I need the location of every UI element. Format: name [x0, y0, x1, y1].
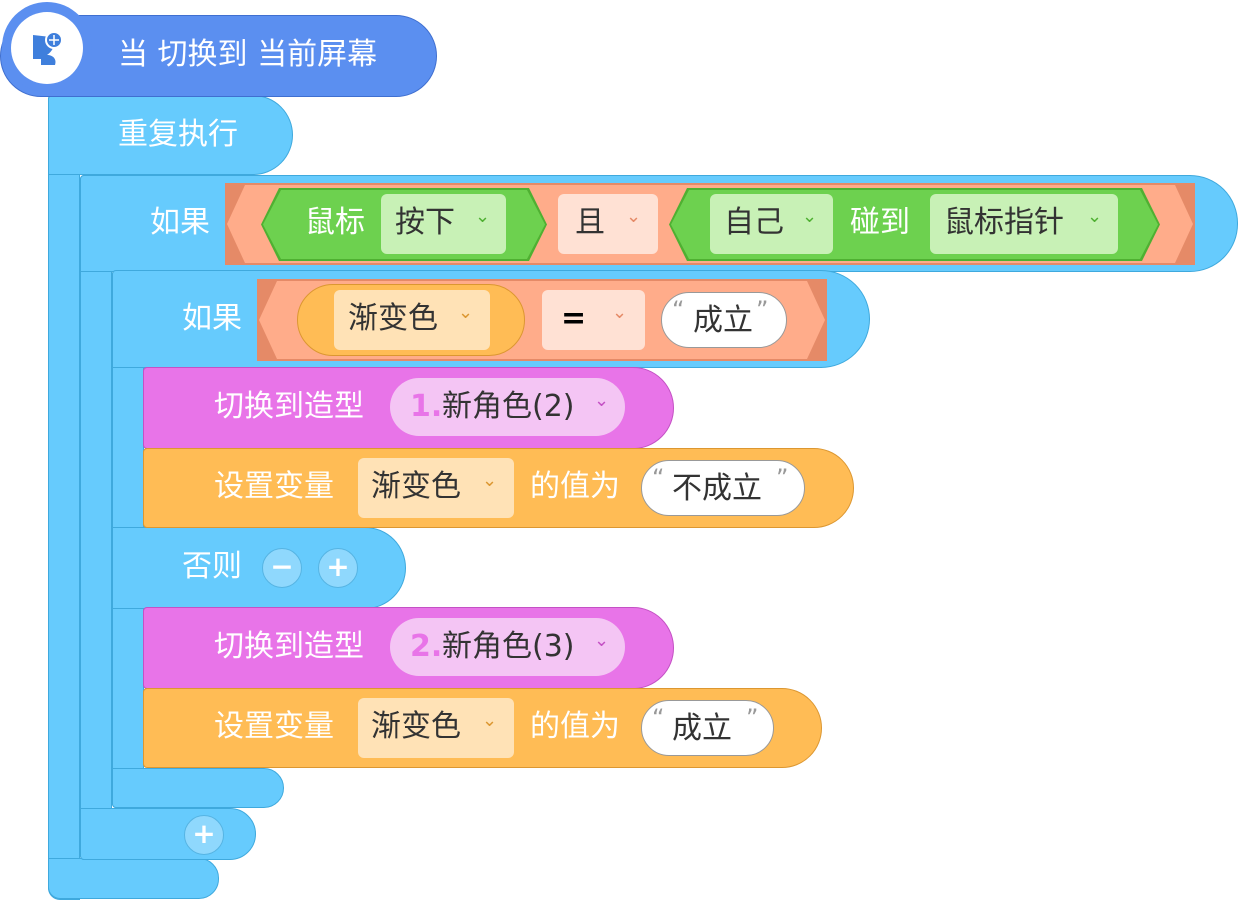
chevron-down-icon: ⌄: [802, 206, 818, 227]
forever-block-footer[interactable]: [48, 858, 219, 899]
compare-value-text: 成立: [693, 303, 753, 338]
if-add-else-button[interactable]: +: [184, 815, 224, 855]
touch-target-dropdown[interactable]: [710, 194, 833, 254]
chevron-down-icon: ⌄: [1087, 206, 1103, 227]
variable-value: 渐变色: [348, 301, 438, 336]
quote-close-icon: ”: [756, 296, 769, 324]
chevron-down-icon: ⌄: [458, 302, 474, 323]
if-outer-footer[interactable]: [80, 808, 256, 860]
chevron-down-icon: ⌄: [626, 206, 642, 227]
quote-open-icon: “: [652, 704, 665, 732]
set-variable-dropdown-2[interactable]: [358, 698, 514, 758]
else-remove-button[interactable]: −: [262, 548, 302, 588]
touch-object-dropdown[interactable]: [930, 194, 1118, 254]
costume-dropdown-2[interactable]: [390, 618, 625, 676]
touch-verb-label: 碰到: [850, 205, 910, 240]
forever-block-spine[interactable]: [48, 95, 80, 900]
costume-name-1: 新角色(2): [442, 389, 575, 424]
quote-open-icon: “: [652, 464, 665, 492]
else-add-button[interactable]: +: [318, 548, 358, 588]
mouse-sprite-label: 鼠标: [305, 205, 365, 240]
touch-object-value: 鼠标指针: [944, 205, 1064, 240]
switch-costume-label-2: 切换到造型: [214, 629, 364, 664]
set-variable-label-1: 设置变量: [214, 469, 334, 504]
chevron-down-icon: ⌄: [482, 470, 498, 491]
hat-label: 当 切换到 当前屏幕: [118, 37, 378, 72]
mouse-action-value: 按下: [395, 205, 455, 240]
chevron-down-icon: ⌄: [594, 630, 610, 651]
set-value-text-2: 成立: [672, 711, 732, 746]
variable-dropdown[interactable]: [334, 290, 490, 350]
mouse-action-dropdown[interactable]: [381, 194, 506, 254]
forever-label: 重复执行: [118, 117, 238, 152]
quote-close-icon: ”: [746, 704, 759, 732]
set-variable-label-2: 设置变量: [214, 709, 334, 744]
switch-costume-label-1: 切换到造型: [214, 389, 364, 424]
touch-target-value: 自己: [724, 205, 784, 240]
costume-index-2: 2.: [410, 629, 443, 664]
chevron-down-icon: ⌄: [594, 390, 610, 411]
compare-value-input[interactable]: [661, 292, 787, 348]
chevron-down-icon: ⌄: [612, 302, 628, 323]
set-variable-name-1: 渐变色: [371, 469, 461, 504]
comparator-value: =: [561, 301, 587, 336]
chevron-down-icon: ⌄: [475, 206, 491, 227]
else-bar[interactable]: [112, 527, 406, 609]
set-variable-mid-2: 的值为: [530, 709, 620, 744]
set-variable-dropdown-1[interactable]: [358, 458, 514, 518]
chevron-down-icon: ⌄: [482, 710, 498, 731]
costume-index-1: 1.: [410, 389, 443, 424]
if-outer-label: 如果: [150, 205, 210, 240]
costume-dropdown-1[interactable]: [390, 378, 625, 436]
operator-value: 且: [575, 205, 605, 240]
costume-name-2: 新角色(3): [442, 629, 575, 664]
set-value-input-1[interactable]: [641, 460, 805, 516]
set-value-input-2[interactable]: [641, 700, 774, 756]
quote-close-icon: ”: [776, 464, 789, 492]
set-variable-name-2: 渐变色: [371, 709, 461, 744]
if-outer-spine[interactable]: [80, 175, 112, 860]
satellite-dish-icon: [33, 31, 63, 65]
if-inner-footer[interactable]: [112, 768, 284, 808]
else-label: 否则: [182, 549, 242, 584]
if-inner-label: 如果: [182, 301, 242, 336]
set-value-text-1: 不成立: [672, 471, 762, 506]
comparator-dropdown[interactable]: [542, 290, 645, 350]
set-variable-mid-1: 的值为: [530, 469, 620, 504]
operator-dropdown[interactable]: [558, 194, 658, 254]
quote-open-icon: “: [672, 296, 685, 324]
